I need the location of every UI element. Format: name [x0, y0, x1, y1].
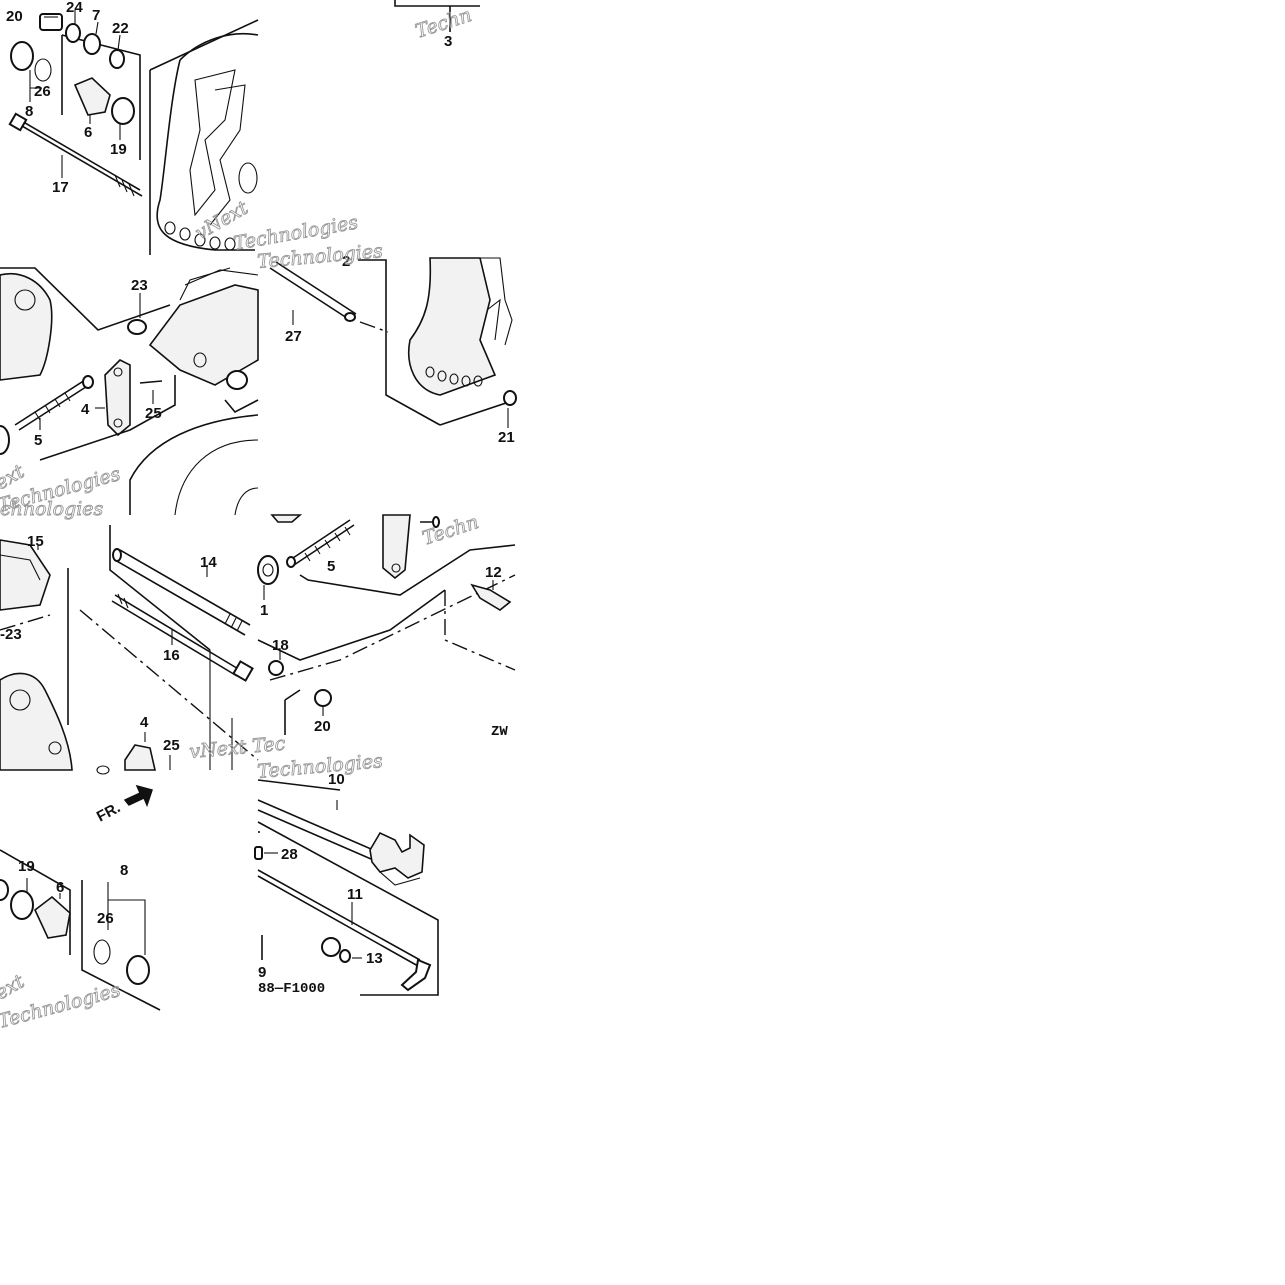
callout-14: 14 [200, 554, 217, 571]
rod-holder-10 [369, 831, 425, 879]
tile-lower-left [0, 525, 259, 775]
callout-25: 25 [145, 405, 162, 422]
tile-top-right [394, 0, 480, 32]
tile-lower-right [257, 514, 516, 735]
callout-12: 12 [485, 564, 502, 581]
stern-bracket [408, 257, 497, 396]
bushing-8-lower [126, 955, 150, 985]
tile-top-left [8, 10, 259, 255]
callout-5: 5 [34, 432, 42, 449]
bolt-17 [19, 119, 141, 191]
callout-13: 13 [366, 950, 383, 967]
callout-19: 19 [110, 141, 127, 158]
nut-1 [257, 555, 279, 585]
oring-26 [34, 58, 52, 82]
bushing-13 [321, 937, 341, 957]
bushing-8 [10, 41, 34, 71]
link-4 [104, 359, 131, 437]
link-4-lower [124, 744, 157, 771]
nut-19-lower [10, 890, 34, 920]
callout-27: 27 [285, 328, 302, 345]
callout-26: 26 [34, 83, 51, 100]
callout-28: 28 [281, 846, 298, 863]
callout-4: 4 [81, 401, 90, 418]
callout-22: 22 [112, 20, 129, 37]
callout-18: 18 [272, 637, 289, 654]
callout-15: 15 [27, 533, 44, 550]
nut-19 [111, 97, 135, 125]
washer-22 [109, 49, 125, 69]
oring-26-lower [93, 939, 111, 965]
callout-21: 21 [498, 429, 515, 446]
direction-label: FR. [94, 799, 123, 825]
callout-25b: 25 [163, 737, 180, 754]
lever-11 [400, 958, 432, 992]
plate-12 [470, 583, 512, 611]
callout-16: 16 [163, 647, 180, 664]
callout-9: 9 [258, 964, 266, 981]
grommet-6-lower [34, 895, 71, 939]
hole-row [164, 221, 236, 251]
callout-5b: 5 [327, 558, 335, 575]
spring-7 [83, 33, 101, 55]
callout-11: 11 [347, 886, 363, 903]
clamp-bracket [0, 273, 53, 381]
tile-bottom-left [0, 784, 161, 1011]
pad-15 [0, 539, 51, 611]
nut-18 [268, 660, 284, 676]
pin-27 [269, 267, 351, 321]
callout-6b: 6 [56, 879, 64, 896]
washer-23 [127, 319, 147, 335]
forward-arrow-icon [123, 784, 153, 808]
nut-20-lower [314, 689, 332, 707]
tile-bottom-right [254, 779, 439, 996]
callout-8b: 8 [120, 862, 128, 879]
callout-labels: 20 24 7 22 26 8 6 19 17 3 23 4 25 5 27 2… [0, 0, 515, 981]
callout-23b: -23 [0, 626, 22, 643]
callout-24: 24 [66, 0, 83, 16]
callout-4b: 4 [140, 714, 149, 731]
tile-mid-right [269, 257, 517, 428]
tile-mid-left [0, 267, 259, 516]
callout-2: 2 [342, 253, 350, 270]
callout-23: 23 [131, 277, 148, 294]
callout-7: 7 [92, 7, 100, 24]
callout-20b: 20 [314, 718, 331, 735]
watermark: chnologies [0, 498, 104, 520]
pin-28 [254, 846, 263, 860]
callout-10: 10 [328, 771, 345, 788]
callout-1: 1 [260, 602, 268, 619]
swivel-case [148, 284, 259, 386]
callout-6: 6 [84, 124, 92, 141]
nut-21 [503, 390, 517, 406]
watermark: ext [0, 970, 28, 1004]
figure-code-zw: ZW [491, 724, 508, 740]
watermark: vNext Tec [189, 733, 287, 763]
washer-24 [65, 23, 81, 43]
callout-20: 20 [6, 8, 23, 25]
callout-26b: 26 [97, 910, 114, 927]
callout-19b: 19 [18, 858, 35, 875]
nut-20 [39, 13, 63, 31]
watermark: Techn [420, 511, 482, 550]
grommet-6 [73, 77, 111, 116]
callout-8: 8 [25, 103, 33, 120]
clamp-bracket-lower [0, 672, 73, 771]
callout-17: 17 [52, 179, 69, 196]
figure-code: 88—F1000 [258, 981, 325, 997]
hole-row [425, 366, 483, 387]
callout-3: 3 [444, 33, 452, 50]
